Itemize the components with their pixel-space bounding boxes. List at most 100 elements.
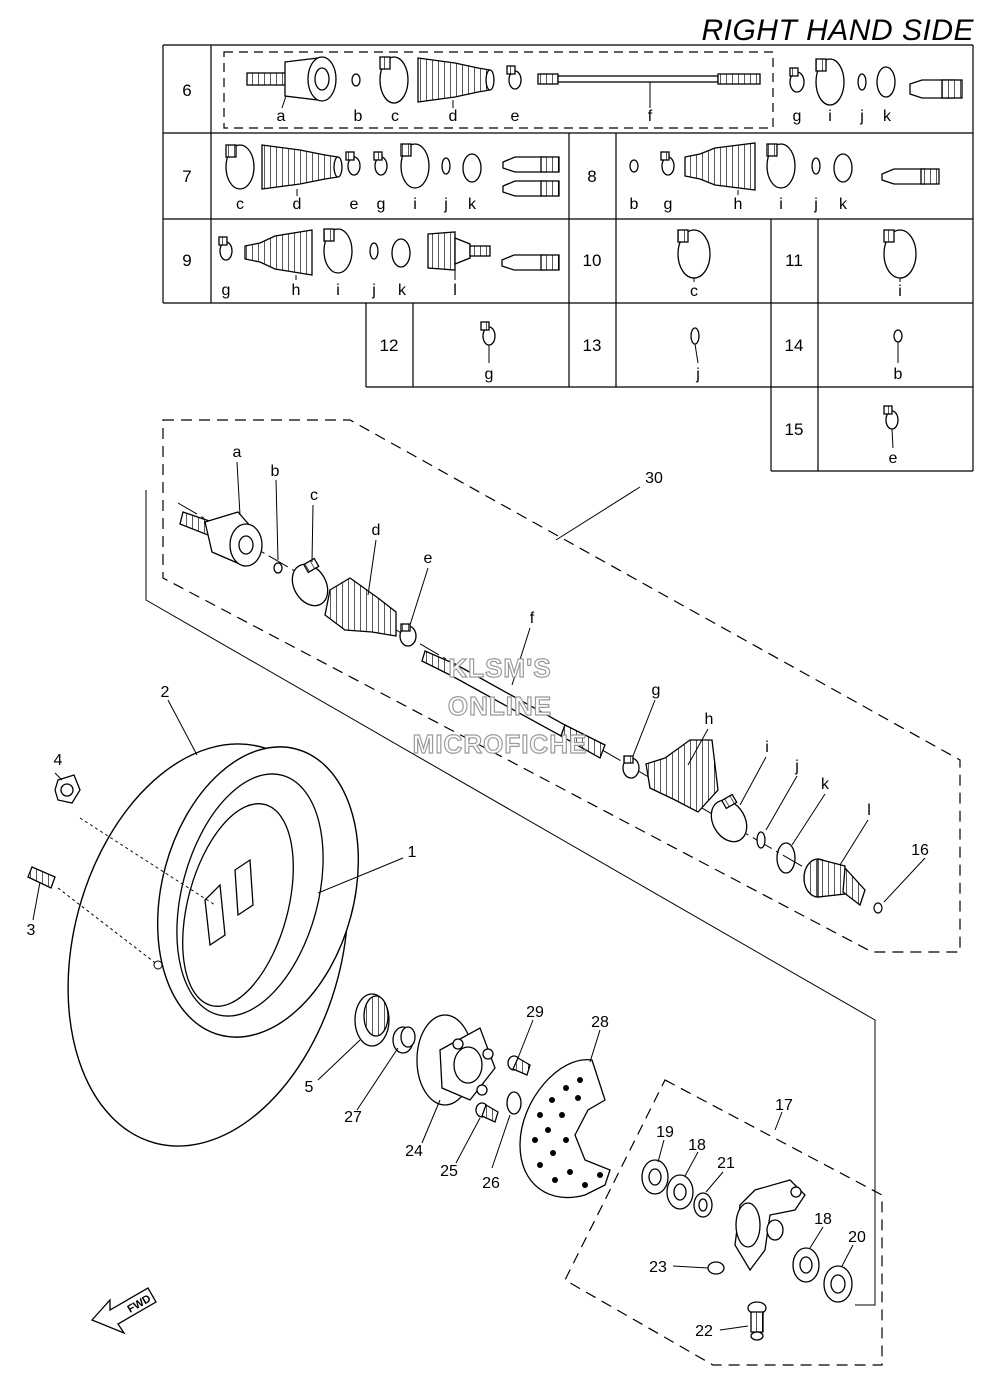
callout-c: c [310, 487, 318, 504]
callout-4: 4 [54, 752, 63, 769]
kit7-circlip-j [441, 157, 451, 175]
kit9-boot-h [244, 229, 313, 276]
callout-17: 17 [775, 1097, 793, 1114]
shaft-circlip-b [273, 562, 283, 574]
kit7-band-e [345, 151, 361, 176]
kit8-letter-h: h [734, 196, 743, 213]
callout-l: l [867, 802, 871, 819]
oil-seal-20 [823, 1265, 853, 1303]
brake-disc-28 [519, 1059, 611, 1199]
kit15-band-e [883, 405, 899, 430]
kit9-letter-h: h [292, 282, 301, 299]
bearing-18b [792, 1247, 820, 1283]
kit-part-icons [218, 56, 963, 430]
wheel-stud-3 [27, 866, 56, 889]
callout-29: 29 [526, 1004, 544, 1021]
callout-30: 30 [645, 470, 663, 487]
kit-row-14: 14 [785, 336, 804, 355]
kit8-letter-i: i [779, 196, 783, 213]
kit7-letter-c: c [236, 196, 244, 213]
callout-g: g [652, 682, 661, 699]
kit6-letter-c: c [391, 108, 399, 125]
kit6-shaft-f [537, 73, 761, 85]
callout-18b: 18 [814, 1211, 832, 1228]
kit9-letter-l: l [453, 282, 457, 299]
kit6-ring-k [876, 66, 896, 98]
kit6-band-g [789, 67, 805, 93]
callout-f: f [530, 610, 535, 627]
callout-23: 23 [649, 1259, 667, 1276]
oil-seal-19 [641, 1159, 669, 1195]
kit6-joint-a [246, 56, 337, 102]
kit8-circlip-j [811, 157, 821, 175]
kit8-band-g [660, 151, 675, 176]
kit9-band-g [218, 236, 233, 261]
callout-3: 3 [27, 922, 36, 939]
knuckle-kit-outline [564, 1079, 883, 1366]
kit-row-6: 6 [182, 81, 191, 100]
callout-22: 22 [695, 1323, 713, 1340]
kit7-letter-k: k [468, 196, 477, 213]
kit8-grease-tube [881, 168, 940, 185]
wheel-1 [176, 773, 324, 1017]
kit15-letter-e: e [889, 450, 898, 467]
watermark-line-3: MICROFICHE [413, 729, 588, 759]
callout-24: 24 [405, 1143, 423, 1160]
wheel-nut-4 [54, 774, 81, 804]
callout-k: k [821, 776, 830, 793]
callout-i: i [765, 739, 769, 756]
kit6-letter-a: a [277, 108, 286, 125]
kit8-letter-k: k [839, 196, 848, 213]
callout-h: h [705, 711, 714, 728]
callout-a: a [233, 444, 242, 461]
callout-d: d [372, 522, 381, 539]
watermark-line-1: KLSM'S [448, 653, 551, 683]
kit14-circlip-b [893, 329, 903, 343]
callout-2: 2 [161, 684, 170, 701]
shaft-kit-outline [162, 419, 961, 953]
kit6-band-i [815, 58, 845, 106]
kit7-letter-g: g [377, 196, 386, 213]
callout-b: b [271, 463, 280, 480]
callout-5: 5 [305, 1079, 314, 1096]
shaft-joint-a [179, 511, 263, 567]
kit6-letter-f: f [648, 108, 653, 125]
kit6-grease-tube [909, 79, 963, 99]
kit6-letter-b: b [354, 108, 363, 125]
diagram-title: RIGHT HAND SIDE [701, 14, 974, 47]
bolt-25 [475, 1102, 499, 1123]
kit7-ring-k [462, 153, 482, 183]
shaft-band-c [291, 557, 329, 607]
kit6-letter-i: i [828, 108, 832, 125]
kit9-circlip-j [369, 242, 379, 260]
kit-row-15: 15 [785, 420, 804, 439]
kit6-band-c [379, 56, 409, 104]
kit12-letter-g: g [485, 366, 494, 383]
kit6-circlip-b [351, 73, 361, 87]
kit9-joint-l [427, 231, 491, 271]
kit6-letter-j: j [859, 108, 864, 125]
hub-24 [416, 1014, 496, 1106]
kit10-band-c [677, 229, 711, 279]
callout-j: j [794, 758, 799, 775]
kit10-letter-c: c [690, 283, 698, 300]
circlip-16 [873, 902, 883, 914]
callout-labels: a b c d e f g h i j k l 1 2 3 4 5 16 17 … [27, 444, 929, 1340]
bolt-29 [507, 1055, 531, 1076]
o-ring-26 [506, 1091, 522, 1115]
kit-row-12: 12 [380, 336, 399, 355]
ball-joint-22 [747, 1301, 767, 1341]
kit8-circlip-b [629, 159, 639, 173]
kit-row-7: 7 [182, 167, 191, 186]
kit9-letter-g: g [222, 282, 231, 299]
callout-21: 21 [717, 1155, 735, 1172]
kit-table [162, 44, 974, 472]
kit8-band-i [766, 143, 796, 189]
callout-27: 27 [344, 1109, 362, 1126]
kit8-letter-b: b [630, 196, 639, 213]
kit7-grease-tubes [502, 156, 560, 197]
shaft-axle-f [421, 650, 606, 759]
spacer-21 [693, 1192, 713, 1218]
callout-20: 20 [848, 1229, 866, 1246]
